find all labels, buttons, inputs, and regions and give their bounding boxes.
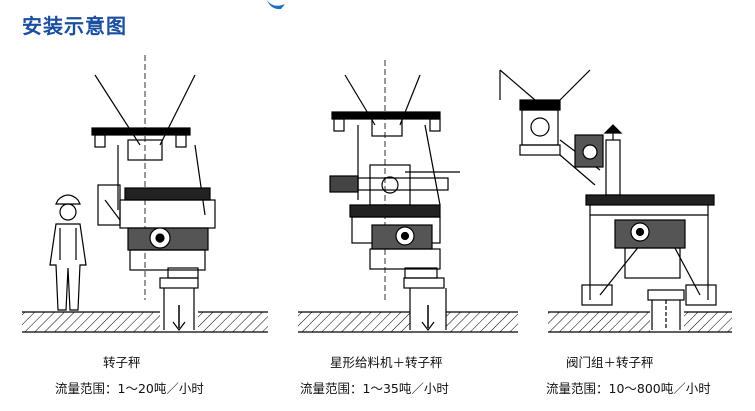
support-frame [91,127,206,216]
panel-2-name: 星形给料机＋转子秤 [330,355,443,370]
star-feeder [329,164,460,206]
discharge-pipe [159,277,199,331]
panel-rotor-scale [22,55,268,333]
rotor-scale-body [349,204,441,279]
panel-1-name: 转子秤 [103,355,141,370]
blue-swoosh-icon [267,0,285,10]
rotor-scale-body [614,219,686,279]
ground-hatch [548,311,732,333]
rotor-scale-body [97,184,216,279]
support-frame [581,194,717,306]
panel-1-range: 流量范围：1～20吨／小时 [55,381,204,396]
worker-figure-icon [49,194,87,311]
ground-hatch [298,311,518,333]
ground-hatch [22,311,268,333]
valve-group [559,124,623,196]
panel-star-feeder-rotor-scale [298,60,518,333]
panel-3-range: 流量范围：10～800吨／小时 [546,381,711,396]
panel-valve-group-rotor-scale [499,69,732,333]
feed-hopper [94,55,196,300]
page-title: 安装示意图 [22,14,127,38]
support-frame [331,111,441,206]
panel-2-range: 流量范围：1～35吨／小时 [300,381,449,396]
discharge-pipe [647,289,685,330]
feed-hopper [499,69,591,156]
discharge-pipe [403,277,447,331]
panel-3-name: 阀门组＋转子秤 [566,355,654,370]
